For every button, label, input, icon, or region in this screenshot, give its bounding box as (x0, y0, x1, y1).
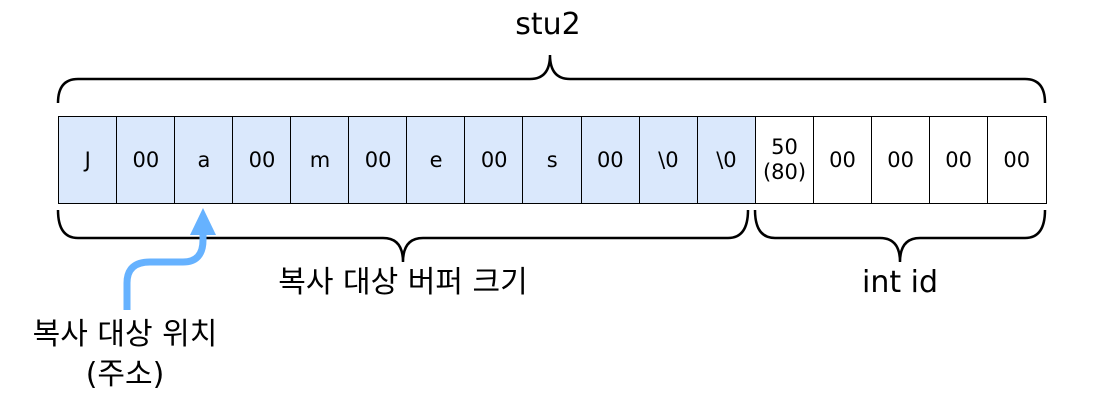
copy-target-position-label: 복사 대상 위치 (32, 317, 218, 352)
cell-value: 00 (132, 147, 160, 172)
memory-cell: \0 (638, 116, 699, 204)
cell-value: 00 (596, 147, 624, 172)
memory-cell: 00 (464, 116, 524, 204)
memory-cell: 50(80) (754, 116, 815, 204)
memory-cell: 00 (812, 116, 873, 204)
cell-value: 50 (771, 135, 798, 159)
pointer-arrow-line (123, 232, 207, 310)
cell-value: 00 (1003, 147, 1031, 172)
cell-value: 00 (480, 147, 508, 172)
cell-value: 00 (829, 147, 856, 172)
cell-value: \0 (658, 147, 679, 172)
int-id-brace (753, 209, 1047, 263)
memory-cell: 00 (348, 116, 408, 204)
cell-value: 00 (364, 147, 392, 172)
memory-cell: 00 (232, 116, 292, 204)
stu2-label: stu2 (515, 7, 581, 42)
cell-value: m (309, 147, 331, 172)
memory-cell: \0 (696, 116, 757, 204)
int-id-label: int id (861, 265, 939, 300)
memory-cell: e (406, 116, 466, 204)
stu2-brace (56, 54, 1047, 104)
memory-cell: J (58, 116, 118, 204)
memory-cell: s (522, 116, 583, 204)
memory-cell: 00 (580, 116, 641, 204)
memory-cell: 00 (928, 116, 989, 204)
buffer-brace (56, 209, 750, 263)
pointer-arrow-head (190, 208, 216, 235)
cell-value: e (429, 147, 443, 172)
cell-value: s (546, 147, 558, 172)
buffer-size-label: 복사 대상 버퍼 크기 (278, 265, 528, 300)
memory-cell: 00 (870, 116, 931, 204)
memory-cell: a (174, 116, 234, 204)
cell-value: \0 (716, 147, 737, 172)
cell-value: J (84, 147, 91, 172)
cell-value: a (197, 147, 211, 172)
cell-value: 00 (248, 147, 276, 172)
memory-cell: m (290, 116, 350, 204)
memory-cell: 00 (986, 116, 1047, 204)
cell-subvalue: (80) (762, 160, 807, 184)
cell-value: 00 (945, 147, 973, 172)
cell-value: 00 (887, 147, 914, 172)
memory-cell: 00 (116, 116, 176, 204)
copy-target-address-label: (주소) (85, 357, 165, 392)
